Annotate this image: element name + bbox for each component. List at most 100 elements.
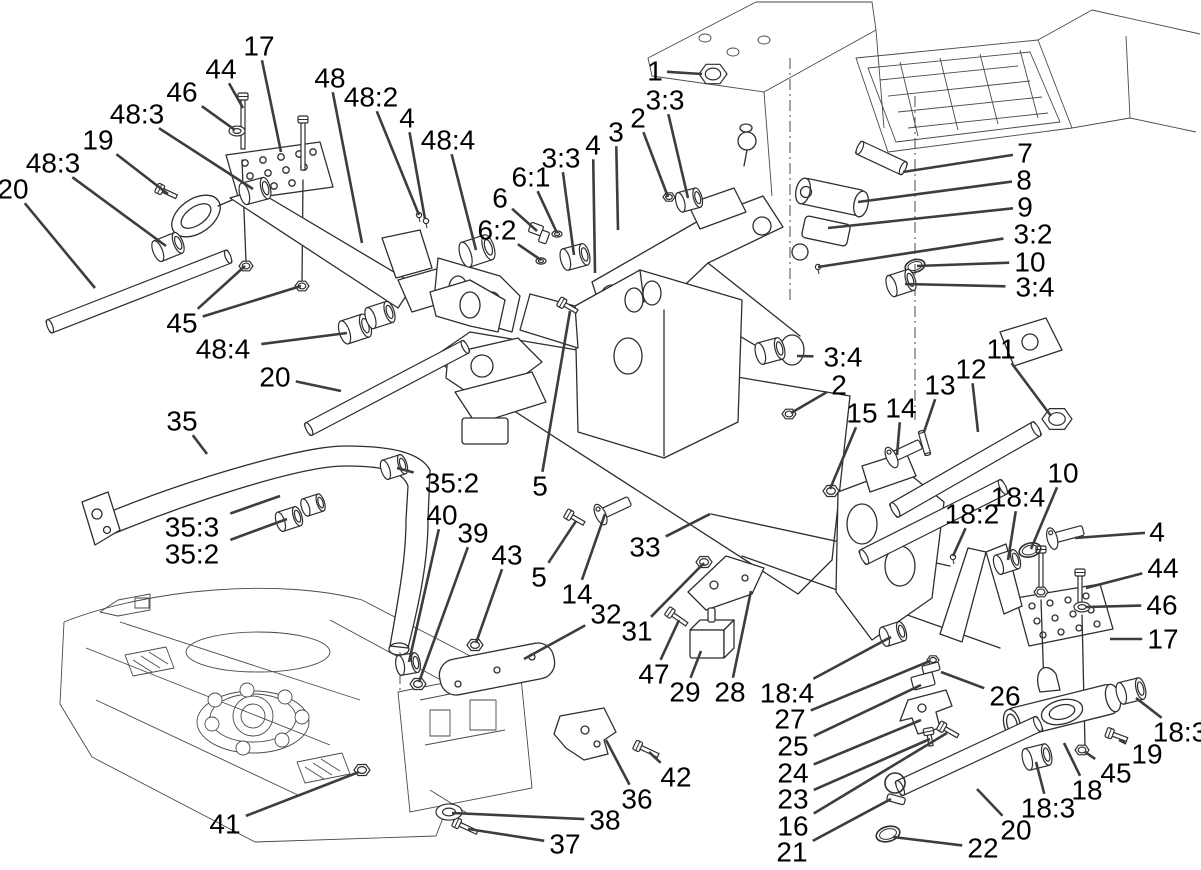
callout-label-40: 40	[426, 500, 457, 531]
leader-line	[295, 380, 342, 393]
callout-label-37: 37	[549, 829, 580, 860]
leader-line	[665, 512, 711, 538]
callout-label-44: 44	[205, 54, 236, 85]
mower-deck	[59, 587, 487, 843]
mount-plate-rear	[1015, 583, 1114, 647]
callout-label-39: 39	[457, 518, 488, 549]
callout-label-3-4: 3:4	[824, 342, 863, 373]
callout-label-18-2: 18:2	[945, 499, 1000, 530]
callout-label-14: 14	[561, 579, 592, 610]
leader-line	[523, 624, 586, 661]
callout-label-27: 27	[774, 704, 805, 735]
ball-joint	[737, 131, 757, 151]
leader-line	[23, 202, 97, 289]
leader-line	[450, 153, 478, 251]
leader-line	[115, 153, 169, 196]
callout-label-3-2: 3:2	[1014, 219, 1053, 250]
callout-label-48-4: 48:4	[196, 334, 251, 365]
leader-line	[375, 110, 421, 216]
leader-line	[813, 718, 922, 766]
callout-label-6-2: 6:2	[478, 215, 517, 246]
callout-label-6: 6	[492, 183, 508, 214]
callout-label-5: 5	[531, 562, 547, 593]
leader-line	[828, 426, 858, 490]
callout-label-48-3: 48:3	[26, 148, 81, 179]
latch-bracket-28	[687, 555, 765, 611]
leader-line	[245, 770, 360, 818]
callout-label-35: 35	[166, 406, 197, 437]
leader-line	[812, 635, 892, 680]
callout-label-17: 17	[243, 31, 274, 62]
callout-label-33: 33	[629, 532, 660, 563]
foot-platform	[855, 39, 1073, 153]
callout-label-18-3: 18:3	[1021, 793, 1076, 824]
leader-line	[201, 105, 236, 132]
callout-label-22: 22	[967, 833, 998, 864]
callout-label-4: 4	[1149, 517, 1165, 548]
leader-line	[1135, 696, 1163, 719]
callout-label-19: 19	[1131, 739, 1162, 770]
leader-line	[227, 82, 245, 109]
callout-label-26: 26	[989, 681, 1020, 712]
leader-line	[857, 180, 1013, 204]
spindle-bolts	[204, 682, 310, 756]
callout-label-45: 45	[166, 308, 197, 339]
leader-line	[731, 590, 753, 679]
leader-line	[689, 650, 703, 679]
leader-line	[561, 172, 576, 256]
callout-label-6-1: 6:1	[512, 162, 551, 193]
callout-label-29: 29	[669, 677, 700, 708]
leader-line	[790, 390, 828, 415]
leader-line	[895, 422, 902, 456]
callout-label-48-4: 48:4	[421, 125, 476, 156]
leader-line	[650, 562, 705, 618]
leader-line	[892, 835, 963, 847]
callout-label-46: 46	[1146, 590, 1177, 621]
callout-label-35-2: 35:2	[425, 468, 480, 499]
callout-label-48: 48	[314, 63, 345, 94]
callout-label-47: 47	[638, 659, 669, 690]
callout-label-10: 10	[1014, 247, 1045, 278]
callout-label-4: 4	[585, 130, 601, 161]
callout-label-11: 11	[986, 334, 1015, 365]
leader-line	[827, 206, 1014, 230]
callout-label-18-4: 18:4	[991, 482, 1046, 513]
leader-line	[547, 520, 578, 564]
callout-label-20: 20	[1000, 815, 1031, 846]
leader-line	[1006, 511, 1018, 561]
leader-line	[667, 113, 690, 199]
leader-line	[229, 494, 281, 515]
pivot-block-assembly	[397, 555, 953, 816]
callout-label-48-3: 48:3	[110, 99, 165, 130]
solenoid-29	[689, 607, 735, 659]
callout-label-24: 24	[777, 758, 808, 789]
rear-lift-assembly	[939, 543, 1122, 747]
callout-label-1: 1	[647, 56, 663, 87]
leader-line	[1085, 572, 1143, 590]
callout-label-46: 46	[166, 77, 197, 108]
callout-label-23: 23	[777, 784, 808, 815]
leader-line	[810, 659, 931, 712]
callout-label-3-4: 3:4	[1016, 272, 1055, 303]
callout-label-12: 12	[955, 354, 986, 385]
leader-line	[541, 310, 572, 473]
leader-line	[642, 131, 670, 198]
callout-label-3: 3	[608, 117, 624, 148]
leader-line	[648, 751, 662, 764]
callout-label-43: 43	[491, 540, 522, 571]
leader-line	[591, 159, 597, 274]
leader-line	[1062, 742, 1082, 777]
leader-line	[467, 827, 545, 843]
callout-label-25: 25	[777, 731, 808, 762]
leader-line	[940, 670, 985, 690]
leader-line	[813, 737, 931, 792]
mid-right-link	[835, 317, 1063, 641]
top-link-cylinder-group	[737, 123, 870, 261]
leader-line	[407, 528, 441, 663]
callout-label-3-3: 3:3	[542, 143, 581, 174]
callout-label-41: 41	[209, 809, 240, 840]
leader-line	[451, 811, 585, 821]
callout-label-14: 14	[885, 393, 916, 424]
cover-plate-32	[438, 642, 556, 696]
callout-label-48-2: 48:2	[344, 82, 399, 113]
